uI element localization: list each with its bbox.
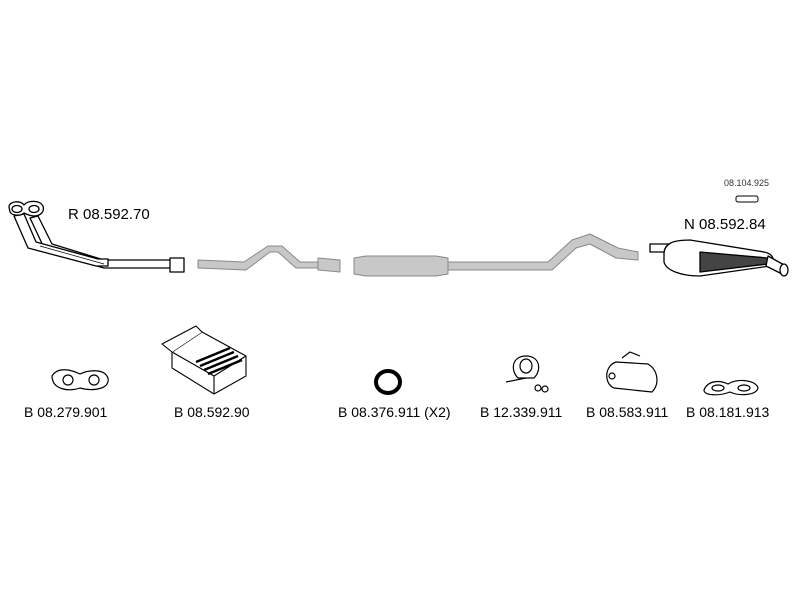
sealing-ring-icon — [374, 369, 402, 395]
rear-hanger-drawing — [735, 195, 759, 203]
part-label-gasket: B 08.279.901 — [24, 404, 108, 420]
front-pipe-drawing — [8, 200, 185, 273]
part-label-mounting-kit: B 08.592.90 — [174, 404, 250, 420]
mounting-kit-box-icon — [161, 325, 247, 395]
part-label-rubber-hanger: B 08.583.911 — [586, 404, 669, 420]
rear-silencer-drawing — [649, 239, 789, 277]
rubber-mount-icon — [703, 379, 759, 396]
rubber-hanger-icon — [606, 351, 658, 393]
front-pipe-label: R 08.592.70 — [68, 206, 150, 223]
part-label-clamp: B 12.339.911 — [480, 404, 563, 420]
part-label-sealing-ring: B 08.376.911 (X2) — [338, 404, 451, 420]
intermediate-pipe-drawing — [197, 245, 341, 273]
part-label-rubber-mount: B 08.181.913 — [686, 404, 770, 420]
clamp-bolt-icon — [505, 355, 549, 393]
rear-hanger-label: 08.104.925 — [724, 178, 770, 188]
gasket-icon — [51, 369, 109, 391]
rear-silencer-label: N 08.592.84 — [684, 216, 766, 233]
centre-silencer-drawing — [353, 233, 639, 277]
